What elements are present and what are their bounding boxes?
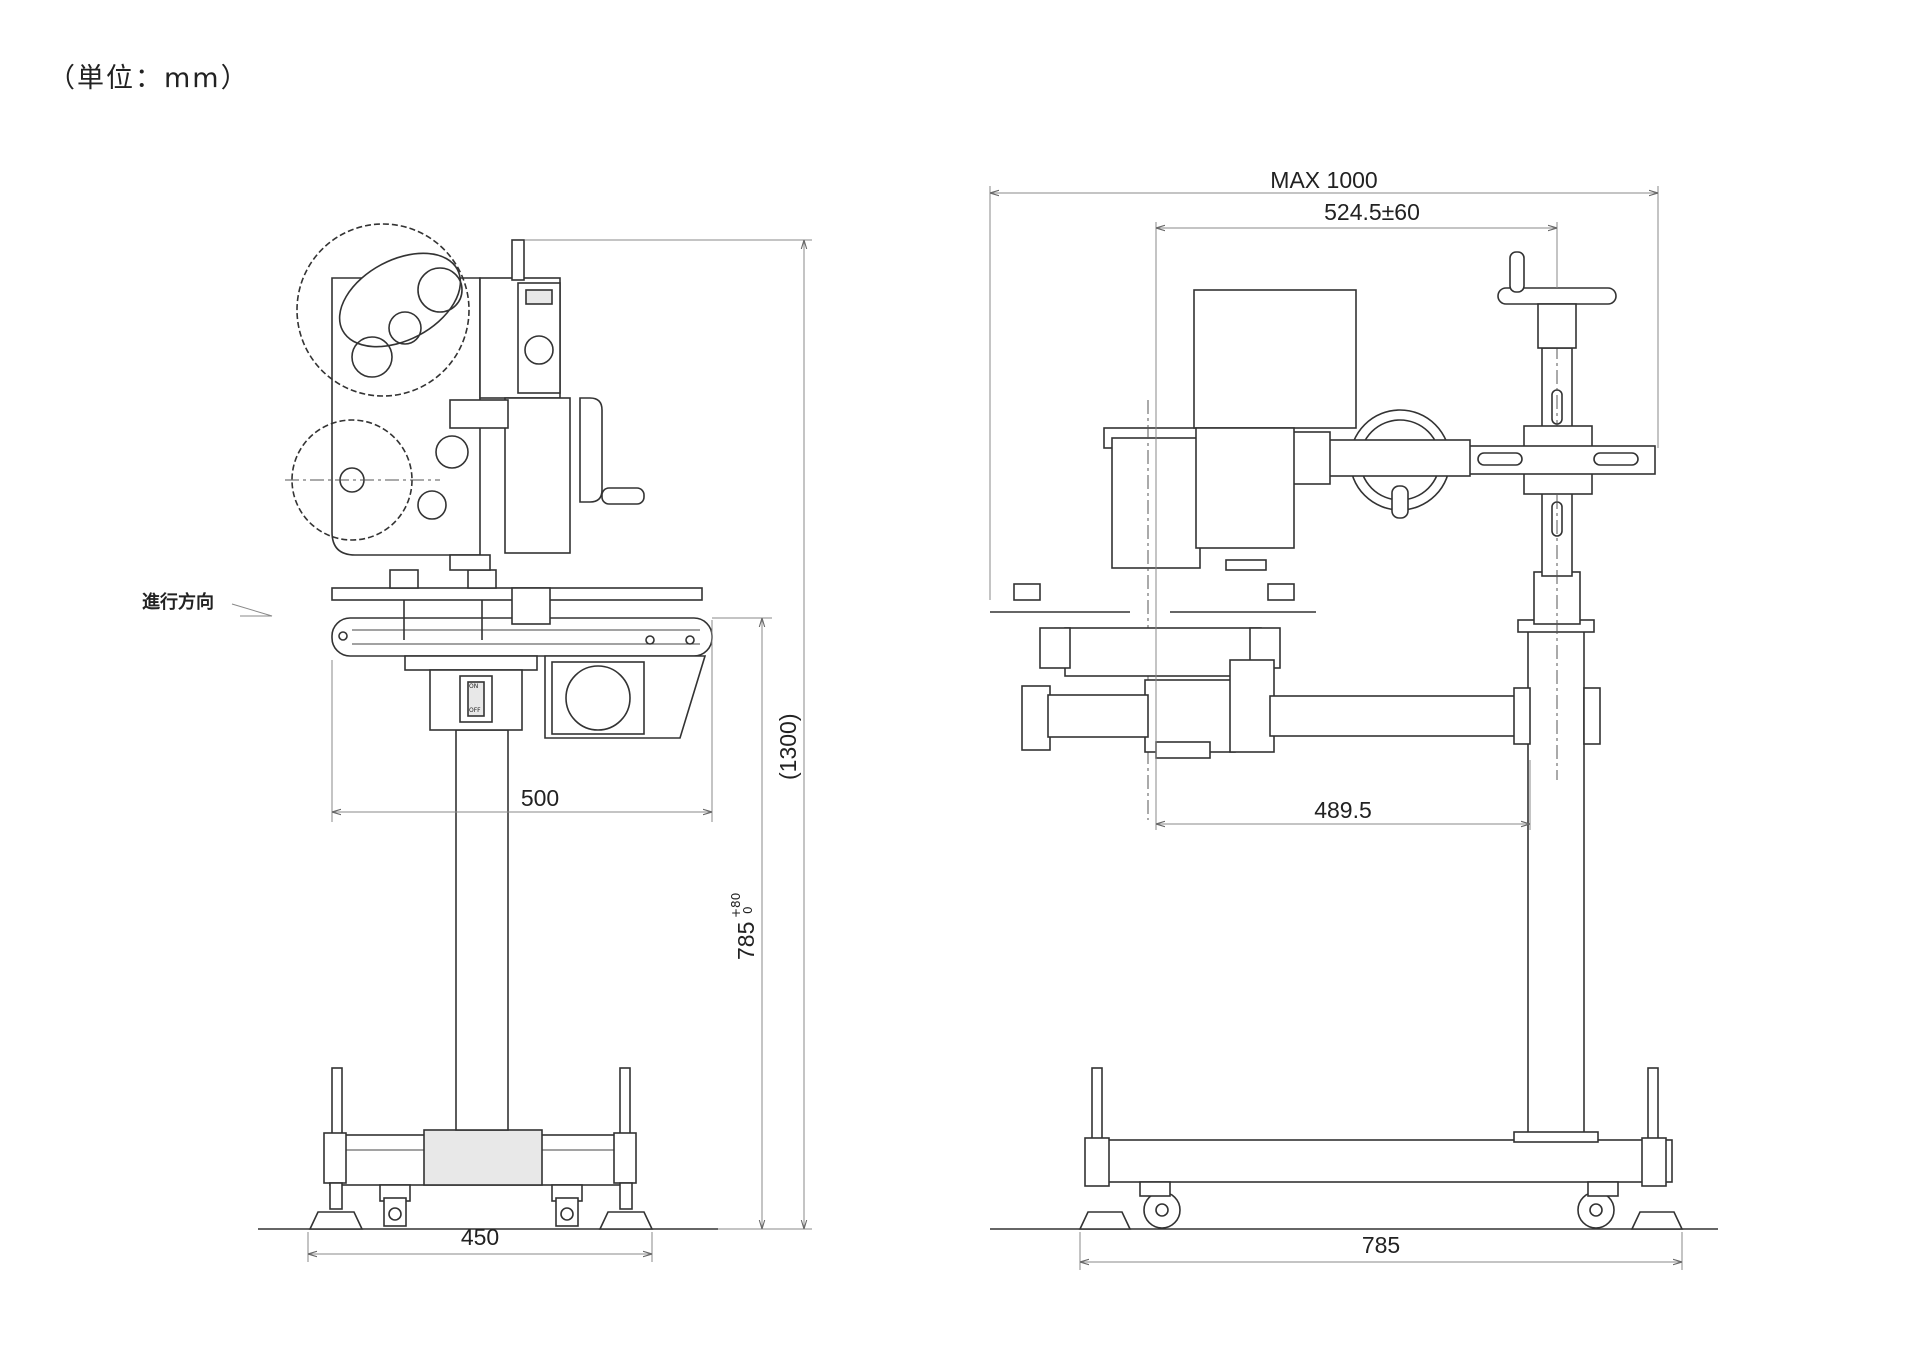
side-dimensions: MAX 1000 524.5±60 489.5 785: [989, 167, 1683, 1270]
switch-on-label: ON: [469, 683, 478, 690]
dim-524-5: 524.5±60: [1324, 199, 1420, 225]
side-view: [990, 251, 1718, 1230]
dim-785-front: 785: [733, 922, 759, 960]
dim-max-1000: MAX 1000: [1270, 167, 1377, 193]
tol-lower: 0: [741, 906, 755, 914]
switch-off-label: OFF: [469, 707, 481, 714]
dim-785-side: 785: [1362, 1232, 1400, 1258]
front-dimensions: 500 450 785 +80 0 (1300) 進行方向: [142, 239, 812, 1262]
tol-upper: +80: [729, 893, 743, 918]
direction-label: 進行方向: [142, 591, 214, 613]
unit-label: （単位：mm）: [48, 63, 250, 94]
dim-489-5: 489.5: [1314, 797, 1372, 823]
dim-500: 500: [521, 785, 559, 811]
dim-450: 450: [461, 1224, 499, 1250]
front-view: ON OFF: [258, 223, 718, 1230]
dim-1300: (1300): [775, 714, 801, 780]
